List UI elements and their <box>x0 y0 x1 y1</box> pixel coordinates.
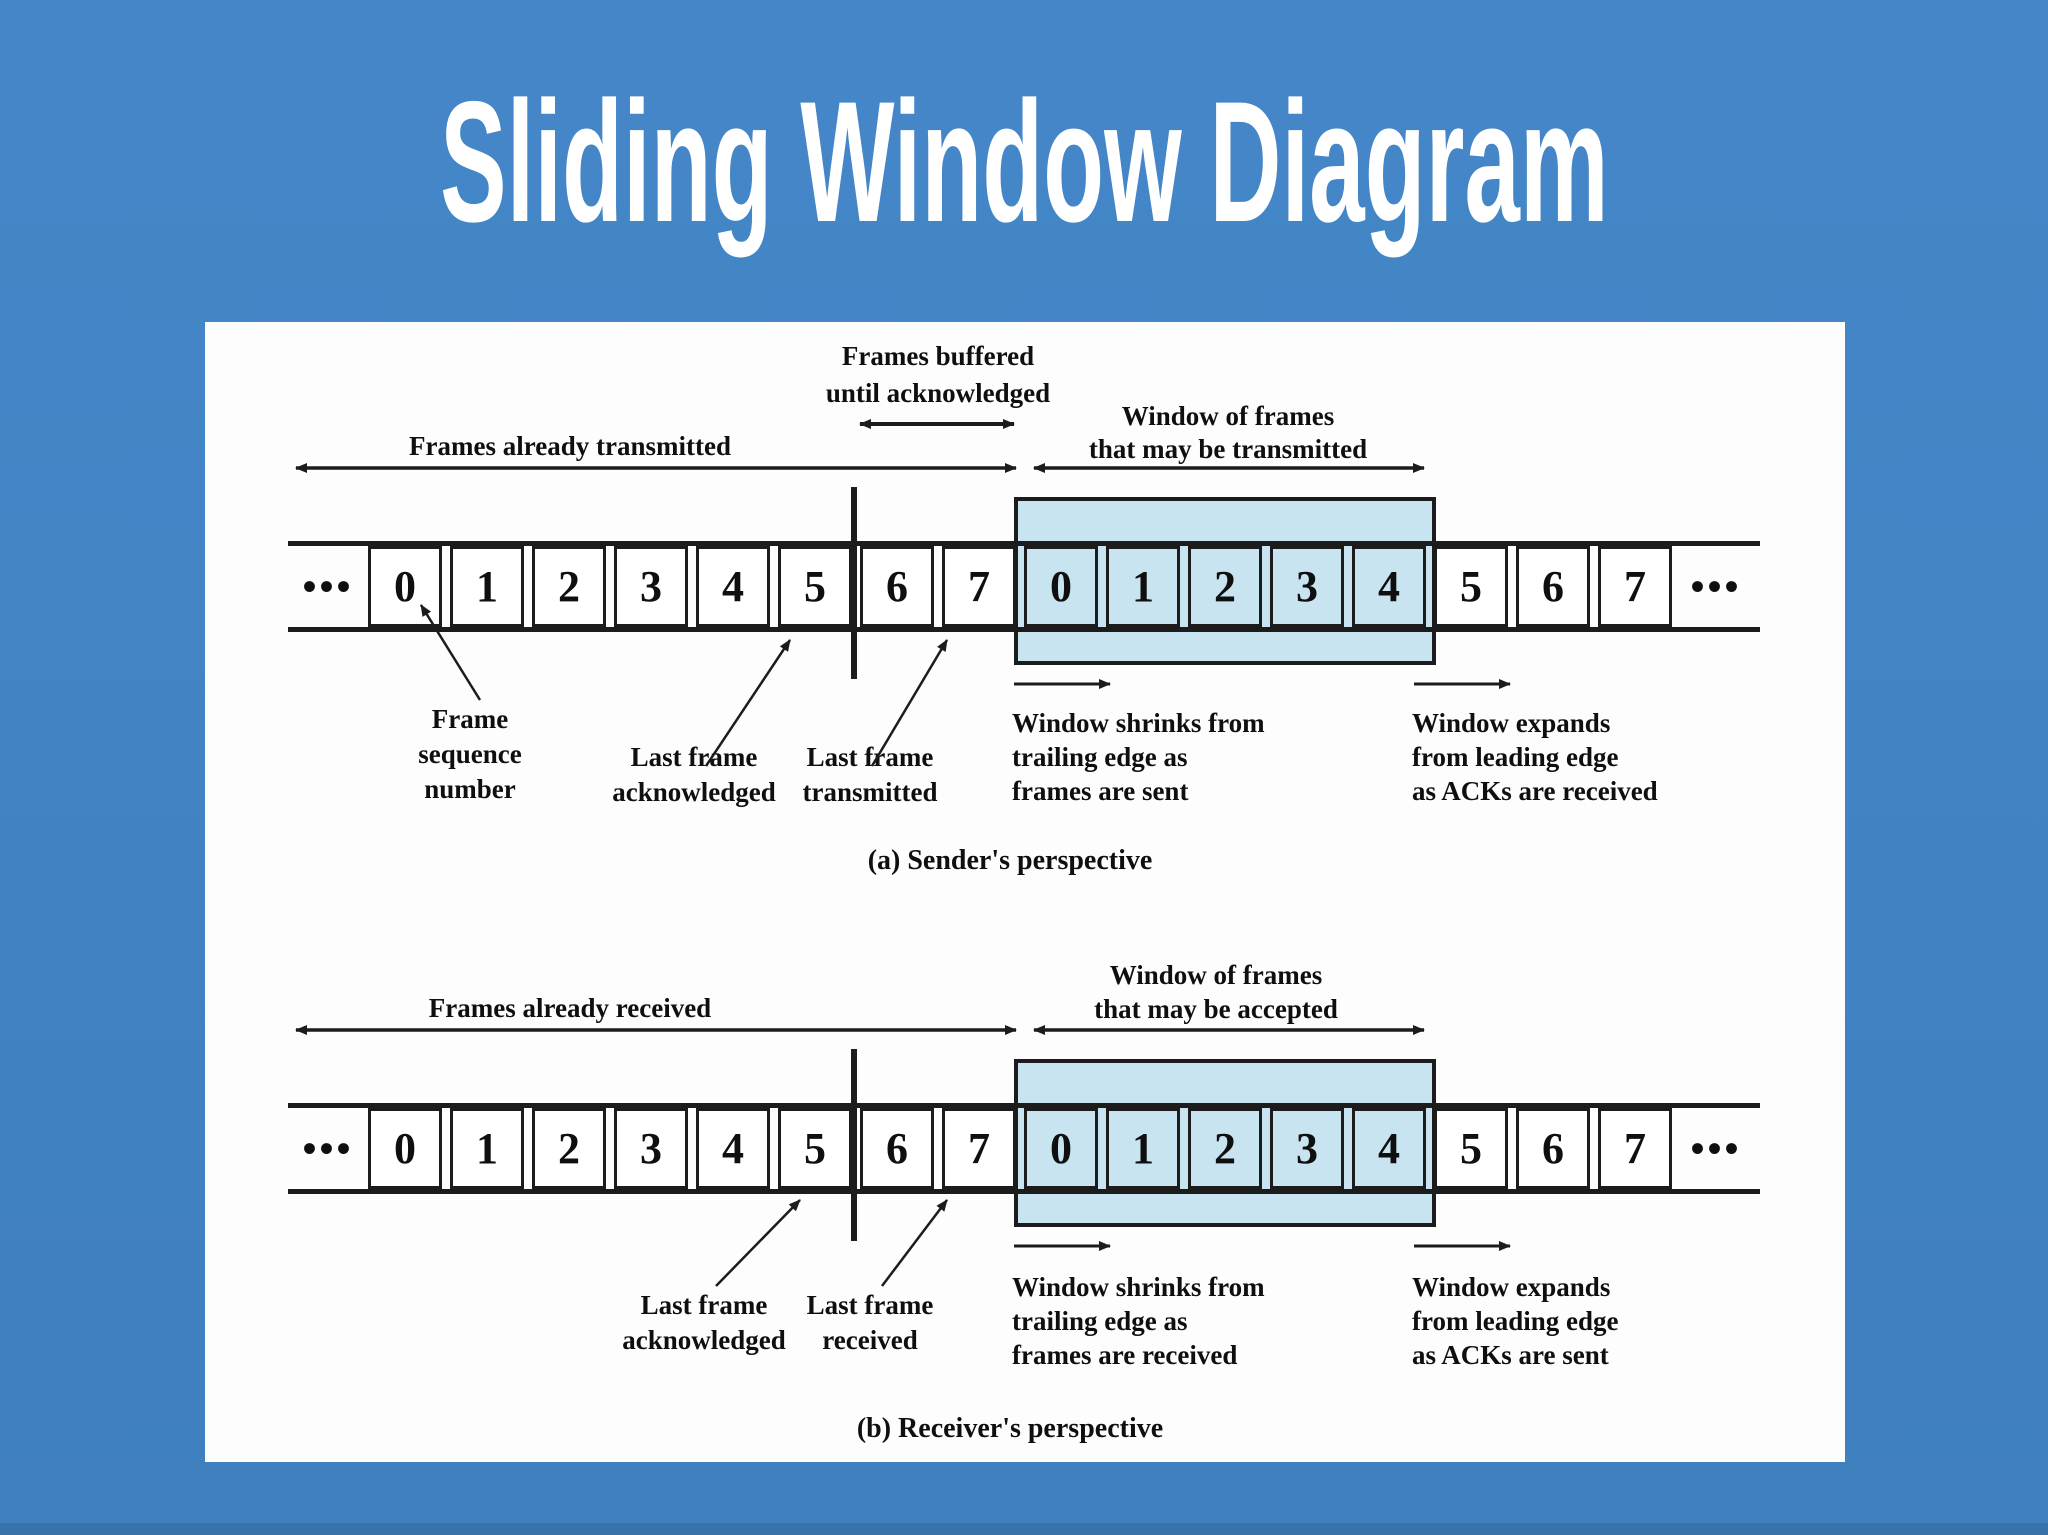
strip-rail-top <box>288 541 1760 546</box>
strip-rail-top <box>288 1103 1760 1108</box>
frame-number: 5 <box>1460 561 1482 611</box>
frame-cell: 0 <box>368 1108 442 1189</box>
label-window-shrinks-b: Window shrinks from trailing edge as fra… <box>1012 1272 1265 1370</box>
label-window-expands-b: Window expands from leading edge as ACKs… <box>1412 1272 1619 1370</box>
frame-number: 0 <box>394 1123 416 1173</box>
frame-cell: 1 <box>1106 546 1180 627</box>
frame-number: 6 <box>886 561 908 611</box>
label-frames-already-received: Frames already received <box>428 993 712 1023</box>
frame-cell: 3 <box>1270 1108 1344 1189</box>
frame-cell: 5 <box>778 546 852 627</box>
frame-cell: 6 <box>1516 1108 1590 1189</box>
frame-number: 4 <box>1378 561 1400 611</box>
frame-cell: 5 <box>778 1108 852 1189</box>
frame-number: 1 <box>476 1123 498 1173</box>
label-last-frame-acknowledged-a: Last frame acknowledged <box>612 742 776 807</box>
frame-cell: 4 <box>696 1108 770 1189</box>
frame-number: 7 <box>1624 1123 1646 1173</box>
frame-cell: 0 <box>1024 1108 1098 1189</box>
label-last-frame-acknowledged-b: Last frame acknowledged <box>622 1290 786 1355</box>
frame-number: 3 <box>640 561 662 611</box>
frame-cells: 0 1 2 3 4 5 6 7 0 1 2 3 4 5 6 7 <box>368 1108 1672 1189</box>
frame-cell: 4 <box>1352 546 1426 627</box>
frame-number: 3 <box>640 1123 662 1173</box>
frame-number: 3 <box>1296 561 1318 611</box>
frame-number: 0 <box>1050 1123 1072 1173</box>
last-received-divider <box>851 1049 857 1241</box>
label-frames-already-transmitted: Frames already transmitted <box>409 431 731 461</box>
frame-cell: 1 <box>450 546 524 627</box>
caption-receiver-perspective: (b) Receiver's perspective <box>856 1413 1164 1444</box>
frame-cell: 3 <box>614 546 688 627</box>
frame-number: 0 <box>394 561 416 611</box>
frame-cell: 3 <box>614 1108 688 1189</box>
frame-cell: 7 <box>1598 546 1672 627</box>
frame-cell: 6 <box>1516 546 1590 627</box>
frame-number: 3 <box>1296 1123 1318 1173</box>
frame-number: 2 <box>1214 1123 1236 1173</box>
frame-number: 1 <box>1132 1123 1154 1173</box>
frame-cell: 1 <box>1106 1108 1180 1189</box>
label-frame-sequence-number: Frame sequence number <box>418 704 522 804</box>
frame-number: 4 <box>722 561 744 611</box>
frame-cell: 1 <box>450 1108 524 1189</box>
frame-number: 6 <box>1542 561 1564 611</box>
frame-number: 4 <box>722 1123 744 1173</box>
frame-cell: 7 <box>1598 1108 1672 1189</box>
frame-cell: 7 <box>942 1108 1016 1189</box>
strip-rail-bottom <box>288 1189 1760 1194</box>
frame-number: 1 <box>1132 561 1154 611</box>
frame-number: 5 <box>804 1123 826 1173</box>
ellipsis-left: ••• <box>302 564 354 609</box>
frame-cell: 2 <box>1188 546 1262 627</box>
frame-cell: 3 <box>1270 546 1344 627</box>
frame-cell: 0 <box>368 546 442 627</box>
caption-sender-perspective: (a) Sender's perspective <box>867 845 1153 876</box>
frame-number: 4 <box>1378 1123 1400 1173</box>
frame-number: 7 <box>968 1123 990 1173</box>
frame-cell: 4 <box>696 546 770 627</box>
frame-number: 6 <box>1542 1123 1564 1173</box>
frame-cell: 7 <box>942 546 1016 627</box>
frame-cell: 0 <box>1024 546 1098 627</box>
frame-number: 1 <box>476 561 498 611</box>
frame-number: 7 <box>1624 561 1646 611</box>
label-window-of-frames-b: Window of frames that may be accepted <box>1094 960 1338 1024</box>
title-bar: Sliding Window Diagram <box>0 72 2048 253</box>
frame-cells: 0 1 2 3 4 5 6 7 0 1 2 3 4 5 6 7 <box>368 546 1672 627</box>
frame-cell: 4 <box>1352 1108 1426 1189</box>
frame-cell: 5 <box>1434 546 1508 627</box>
frame-number: 0 <box>1050 561 1072 611</box>
label-last-frame-transmitted: Last frame transmitted <box>802 742 938 807</box>
ellipsis-right: ••• <box>1690 1126 1742 1171</box>
frame-cell: 2 <box>532 1108 606 1189</box>
bottom-edge-shade <box>0 1523 2048 1535</box>
ellipsis-left: ••• <box>302 1126 354 1171</box>
label-window-shrinks-a: Window shrinks from trailing edge as fra… <box>1012 708 1265 806</box>
slide-title: Sliding Window Diagram <box>439 66 1609 258</box>
frame-number: 7 <box>968 561 990 611</box>
label-window-of-frames-a: Window of frames that may be transmitted <box>1088 401 1368 464</box>
frame-cell: 2 <box>1188 1108 1262 1189</box>
strip-rail-bottom <box>288 627 1760 632</box>
frame-number: 2 <box>558 1123 580 1173</box>
frame-cell: 2 <box>532 546 606 627</box>
label-frames-buffered: Frames buffered until acknowledged <box>825 341 1051 408</box>
frame-number: 2 <box>1214 561 1236 611</box>
frame-number: 6 <box>886 1123 908 1173</box>
last-transmitted-divider <box>851 487 857 679</box>
frame-number: 5 <box>1460 1123 1482 1173</box>
ellipsis-right: ••• <box>1690 564 1742 609</box>
frame-cell: 6 <box>860 1108 934 1189</box>
frame-strip-receiver: ••• ••• 0 1 2 3 4 5 6 7 0 1 2 3 4 5 <box>288 1103 1760 1194</box>
frame-cell: 6 <box>860 546 934 627</box>
frame-cell: 5 <box>1434 1108 1508 1189</box>
frame-number: 5 <box>804 561 826 611</box>
label-last-frame-received: Last frame received <box>806 1290 934 1355</box>
frame-strip-sender: ••• ••• 0 1 2 3 4 5 6 7 0 1 2 3 4 5 <box>288 541 1760 632</box>
frame-number: 2 <box>558 561 580 611</box>
label-window-expands-a: Window expands from leading edge as ACKs… <box>1412 708 1658 806</box>
